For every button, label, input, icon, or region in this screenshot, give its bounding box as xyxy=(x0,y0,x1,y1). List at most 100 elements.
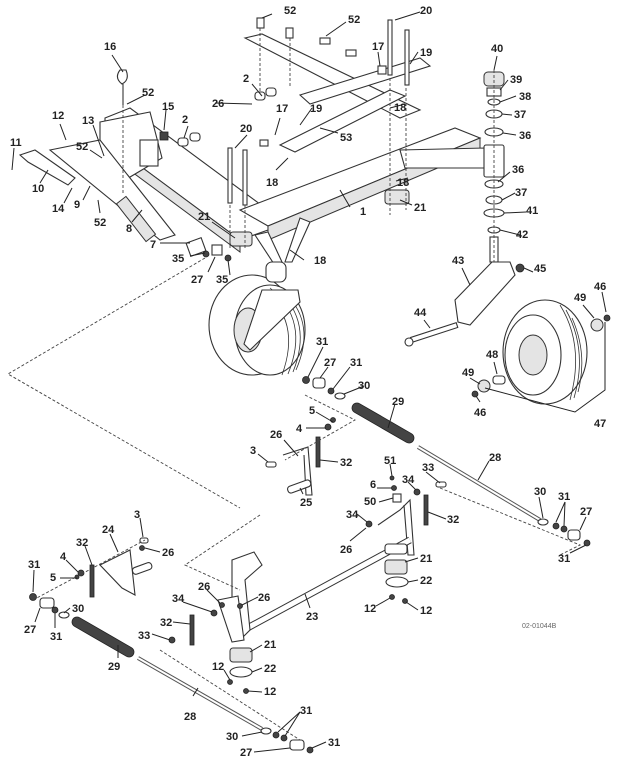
callout-36: 36 xyxy=(512,164,524,176)
callout-5: 5 xyxy=(50,572,56,584)
callout-31: 31 xyxy=(50,631,62,643)
callout-34: 34 xyxy=(402,474,415,486)
callout-30: 30 xyxy=(534,486,546,498)
callout-34: 34 xyxy=(172,593,185,605)
callout-19: 19 xyxy=(420,47,432,59)
upper-spring-rod xyxy=(302,376,591,547)
callout-25: 25 xyxy=(300,497,312,509)
callout-53: 53 xyxy=(340,132,352,144)
callout-31: 31 xyxy=(558,491,570,503)
callout-21: 21 xyxy=(414,202,426,214)
callout-31: 31 xyxy=(328,737,340,749)
callout-18: 18 xyxy=(394,102,406,114)
callout-44: 44 xyxy=(414,307,427,319)
callout-20: 20 xyxy=(420,5,432,17)
callout-21: 21 xyxy=(264,639,276,651)
callout-27: 27 xyxy=(580,506,592,518)
callout-3: 3 xyxy=(250,445,256,457)
callout-20: 20 xyxy=(240,123,252,135)
callout-26: 26 xyxy=(212,98,224,110)
callout-10: 10 xyxy=(32,183,44,195)
callout-18: 18 xyxy=(266,177,278,189)
callout-26: 26 xyxy=(258,592,270,604)
callout-21: 21 xyxy=(420,553,432,565)
mount-blocks xyxy=(202,189,410,262)
callout-26: 26 xyxy=(198,581,210,593)
callout-31: 31 xyxy=(28,559,40,571)
callout-35: 35 xyxy=(216,274,228,286)
callout-21: 21 xyxy=(198,211,210,223)
callout-32: 32 xyxy=(340,457,352,469)
callout-46: 46 xyxy=(474,407,486,419)
callout-43: 43 xyxy=(452,255,464,267)
callout-13: 13 xyxy=(82,115,94,127)
callout-51: 51 xyxy=(384,455,396,467)
callout-labels: 52 52 20 19 17 16 52 15 2 26 2 12 13 52 … xyxy=(10,5,606,759)
callout-15: 15 xyxy=(162,101,174,113)
callout-27: 27 xyxy=(240,747,252,759)
callout-11: 11 xyxy=(10,137,22,149)
callout-37: 37 xyxy=(515,187,527,199)
callout-26: 26 xyxy=(270,429,282,441)
callout-22: 22 xyxy=(264,663,276,675)
callout-27: 27 xyxy=(24,624,36,636)
callout-18: 18 xyxy=(314,255,326,267)
callout-29: 29 xyxy=(392,396,404,408)
callout-18: 18 xyxy=(397,177,409,189)
callout-16: 16 xyxy=(104,41,116,53)
callout-52: 52 xyxy=(94,217,106,229)
callout-27: 27 xyxy=(324,357,336,369)
callout-2: 2 xyxy=(182,114,188,126)
callout-24: 24 xyxy=(102,524,115,536)
front-wheel xyxy=(208,261,306,376)
callout-3: 3 xyxy=(134,509,140,521)
caster-assembly xyxy=(404,71,611,413)
callout-31: 31 xyxy=(558,553,570,565)
callout-35: 35 xyxy=(172,253,184,265)
callout-52: 52 xyxy=(284,5,296,17)
hitch-parts xyxy=(18,69,207,258)
callout-2: 2 xyxy=(243,73,249,85)
lower-left-linkage xyxy=(29,537,314,754)
callout-8: 8 xyxy=(126,223,132,235)
callout-1: 1 xyxy=(360,206,366,218)
callout-29: 29 xyxy=(108,661,120,673)
callout-12: 12 xyxy=(364,603,376,615)
callout-14: 14 xyxy=(52,203,65,215)
callout-4: 4 xyxy=(60,551,67,563)
callout-52: 52 xyxy=(142,87,154,99)
callout-17: 17 xyxy=(372,41,384,53)
callout-32: 32 xyxy=(447,514,459,526)
callout-45: 45 xyxy=(534,263,546,275)
callout-33: 33 xyxy=(422,462,434,474)
callout-30: 30 xyxy=(72,603,84,615)
leader-lines xyxy=(11,11,607,753)
callout-32: 32 xyxy=(76,537,88,549)
callout-12: 12 xyxy=(264,686,276,698)
callout-36: 36 xyxy=(519,130,531,142)
callout-4: 4 xyxy=(296,423,303,435)
callout-33: 33 xyxy=(138,630,150,642)
callout-5: 5 xyxy=(309,405,315,417)
callout-9: 9 xyxy=(74,199,80,211)
callout-26: 26 xyxy=(162,547,174,559)
callout-26: 26 xyxy=(340,544,352,556)
callout-32: 32 xyxy=(160,617,172,629)
callout-41: 41 xyxy=(526,205,538,217)
callout-30: 30 xyxy=(226,731,238,743)
callout-48: 48 xyxy=(486,349,498,361)
callout-28: 28 xyxy=(184,711,196,723)
callout-50: 50 xyxy=(364,496,376,508)
callout-31: 31 xyxy=(350,357,362,369)
callout-40: 40 xyxy=(491,43,503,55)
callout-34: 34 xyxy=(346,509,359,521)
callout-46: 46 xyxy=(594,281,606,293)
callout-27: 27 xyxy=(191,274,203,286)
callout-12: 12 xyxy=(212,661,224,673)
callout-30: 30 xyxy=(358,380,370,392)
callout-38: 38 xyxy=(519,91,531,103)
callout-28: 28 xyxy=(489,452,501,464)
callout-12: 12 xyxy=(420,605,432,617)
callout-22: 22 xyxy=(420,575,432,587)
